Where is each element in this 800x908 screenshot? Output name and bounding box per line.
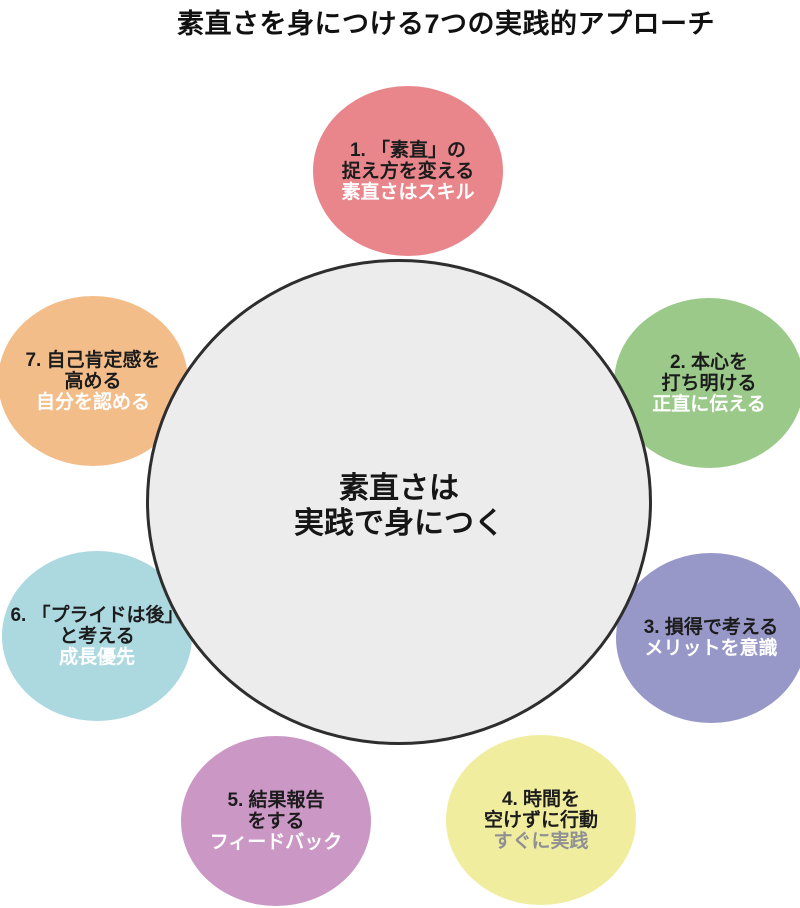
diagram-title: 素直さを身につける7つの実践的アプローチ [176,9,716,39]
node-3-line-1: 3. 損得で考える [643,617,779,638]
node-7-line-1: 7. 自己肯定感を [25,349,161,371]
approach-node-5: 5. 結果報告 をする フィードバック [181,736,371,906]
approach-node-4: 4. 時間を 空けずに行動 すぐに実践 [446,735,636,905]
node-6-line-2: と考える [59,625,135,647]
node-2-subtext: 正直に伝える [652,393,766,415]
node-3-subtext: メリットを意識 [644,638,778,659]
node-1-line-2: 捉え方を変える [341,160,475,182]
node-7-line-2: 高める [64,370,122,392]
node-6-subtext: 成長優先 [58,646,135,668]
node-5-line-1: 5. 結果報告 [227,789,325,811]
approach-node-2: 2. 本心を 打ち明ける 正直に伝える [614,298,800,468]
center-text: 素直さは 実践で身につく [294,471,504,541]
node-4-subtext: すぐに実践 [493,830,589,852]
node-5-subtext: フィードバック [209,831,343,853]
node-6-line-1: 6. 「プライドは後」 [10,604,184,626]
node-4-line-2: 空けずに行動 [483,809,598,831]
node-5-line-2: をする [247,810,305,832]
node-7-subtext: 自分を認める [35,391,150,413]
center-line-2: 実践で身につく [294,507,504,540]
approach-node-1: 1. 「素直」の 捉え方を変える 素直さはスキル [313,86,503,256]
node-2-line-1: 2. 本心を [669,351,749,373]
center-circle: 素直さは 実践で身につく [146,259,652,745]
node-1-subtext: 素直さはスキル [341,181,475,203]
center-line-1: 素直さは [339,472,459,505]
approach-node-3: 3. 損得で考える メリットを意識 [616,553,800,723]
node-1-line-1: 1. 「素直」の [349,139,467,161]
node-2-line-2: 打ち明ける [661,372,757,394]
node-4-line-1: 4. 時間を [501,788,581,810]
